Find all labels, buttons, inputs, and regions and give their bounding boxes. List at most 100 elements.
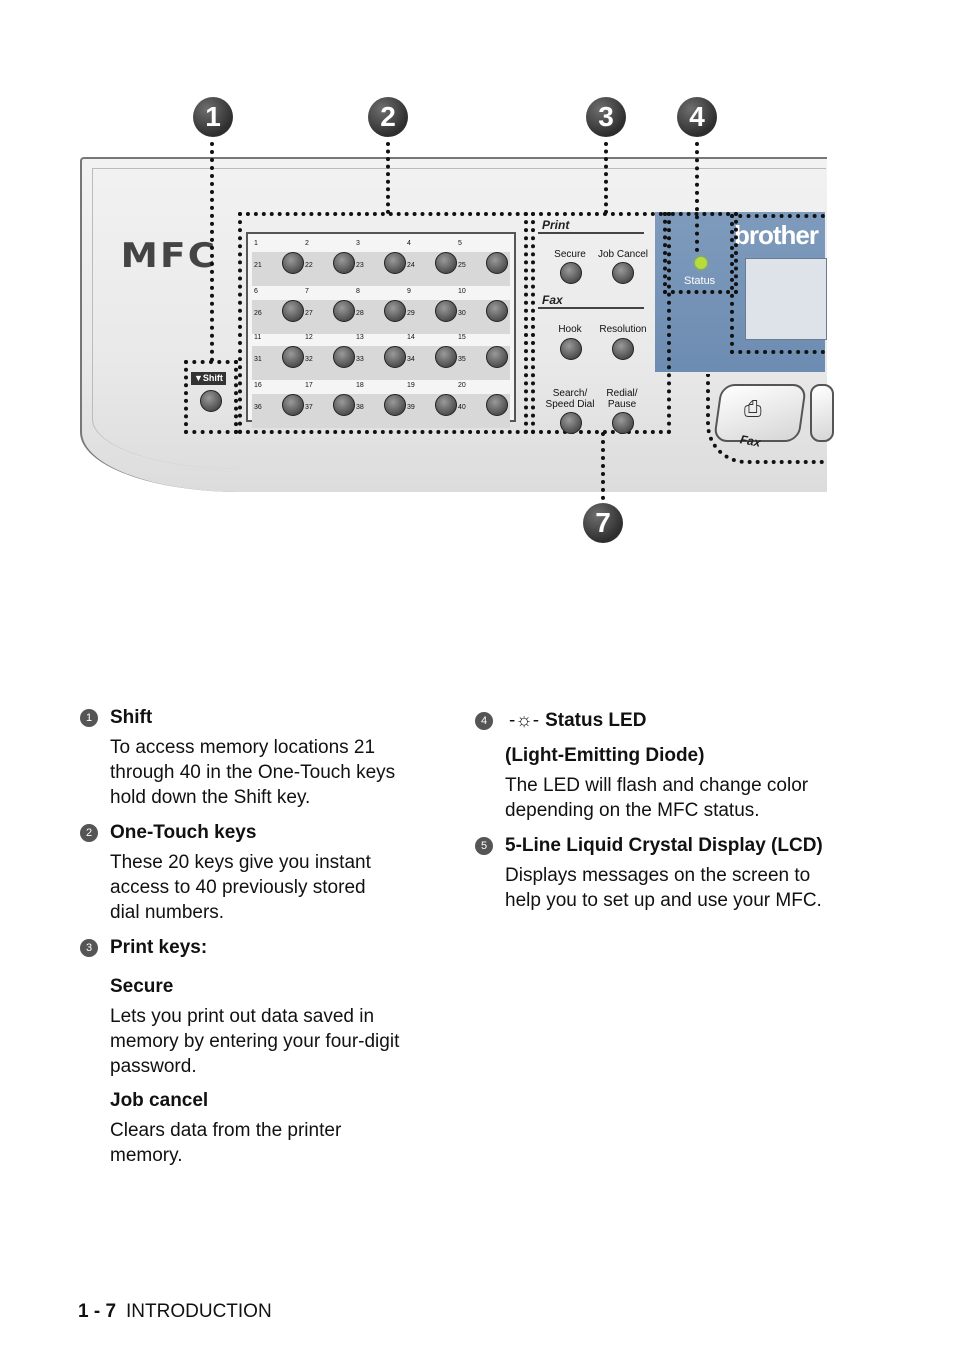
leader-1 [210, 142, 214, 362]
brother-logo: brother [734, 220, 819, 250]
onetouch-key[interactable] [333, 252, 355, 274]
onetouch-number: 2 [305, 240, 309, 247]
onetouch-number: 19 [407, 382, 415, 389]
shift-outline [184, 360, 238, 434]
shift-button[interactable] [200, 390, 222, 412]
bullet-5: 5 [475, 837, 493, 855]
onetouch-key[interactable] [435, 300, 457, 322]
onetouch-number: 13 [356, 334, 364, 341]
onetouch-number-shifted: 40 [458, 404, 466, 411]
onetouch-key[interactable] [435, 346, 457, 368]
onetouch-key[interactable] [384, 300, 406, 322]
onetouch-number: 8 [356, 288, 360, 295]
onetouch-number-shifted: 23 [356, 262, 364, 269]
item-status-led: 4 -☼-Status LED (Light-Emitting Diode) T… [475, 708, 835, 823]
onetouch-number-shifted: 37 [305, 404, 313, 411]
hook-label: Hook [558, 324, 582, 335]
onetouch-number: 17 [305, 382, 313, 389]
onetouch-key[interactable] [333, 394, 355, 416]
bullet-4: 4 [475, 712, 493, 730]
onetouch-number: 9 [407, 288, 411, 295]
onetouch-key[interactable] [435, 394, 457, 416]
onetouch-number-shifted: 22 [305, 262, 313, 269]
secure-text: Lets you print out data saved in memory … [110, 1006, 400, 1077]
callout-1: 1 [193, 97, 233, 137]
item-lcd: 5 5-Line Liquid Crystal Display (LCD) Di… [475, 833, 835, 913]
onetouch-outline [238, 212, 528, 434]
onetouch-number: 11 [254, 334, 262, 341]
onetouch-key[interactable] [282, 346, 304, 368]
onetouch-number-shifted: 31 [254, 356, 262, 363]
status-led-subtitle: (Light-Emitting Diode) [505, 745, 705, 766]
onetouch-key[interactable] [333, 346, 355, 368]
onetouch-number-shifted: 32 [305, 356, 313, 363]
onetouch-key[interactable] [384, 394, 406, 416]
panel-inner-edge [92, 168, 826, 469]
redial-pause-button[interactable] [612, 412, 634, 434]
lcd-outline [730, 214, 825, 354]
secure-title: Secure [110, 976, 174, 997]
onetouch-key[interactable] [384, 346, 406, 368]
status-led-title-text: Status LED [545, 710, 647, 731]
onetouch-key[interactable] [384, 252, 406, 274]
onetouch-number-shifted: 38 [356, 404, 364, 411]
item-shift: 1 Shift To access memory locations 21 th… [80, 705, 400, 810]
onetouch-number-shifted: 34 [407, 356, 415, 363]
search-speed-dial-button[interactable] [560, 412, 582, 434]
lcd-text: Displays messages on the screen to help … [505, 865, 822, 911]
search-speed-dial-label: Search/ Speed Dial [545, 388, 595, 410]
onetouch-key[interactable] [333, 300, 355, 322]
shift-text: To access memory locations 21 through 40… [110, 737, 396, 808]
fax-divider [538, 307, 644, 309]
onetouch-text: These 20 keys give you instant access to… [110, 852, 371, 923]
bullet-1: 1 [80, 709, 98, 727]
sun-icon: -☼- [509, 710, 540, 731]
onetouch-number-shifted: 21 [254, 262, 262, 269]
hook-button[interactable] [560, 338, 582, 360]
status-label: Status [684, 275, 716, 287]
onetouch-key[interactable] [486, 300, 508, 322]
onetouch-number: 20 [458, 382, 466, 389]
onetouch-number: 6 [254, 288, 258, 295]
item-onetouch: 2 One-Touch keys These 20 keys give you … [80, 820, 400, 925]
bullet-2: 2 [80, 824, 98, 842]
onetouch-number: 7 [305, 288, 309, 295]
onetouch-key[interactable] [282, 252, 304, 274]
onetouch-number: 14 [407, 334, 415, 341]
shift-title: Shift [110, 707, 153, 728]
print-title: Print keys: [110, 937, 208, 958]
onetouch-number: 3 [356, 240, 360, 247]
onetouch-key[interactable] [486, 252, 508, 274]
resolution-button[interactable] [612, 338, 634, 360]
job-cancel-label: Job Cancel [597, 249, 649, 260]
section-name: INTRODUCTION [126, 1301, 272, 1322]
job-cancel-button[interactable] [612, 262, 634, 284]
onetouch-number-shifted: 29 [407, 310, 415, 317]
job-cancel-title: Job cancel [110, 1090, 209, 1111]
print-fax-outline [531, 212, 671, 434]
secure-button[interactable] [560, 262, 582, 284]
onetouch-key[interactable] [486, 394, 508, 416]
onetouch-number: 1 [254, 240, 258, 247]
onetouch-key[interactable] [486, 346, 508, 368]
right-column: 4 -☼-Status LED (Light-Emitting Diode) T… [475, 705, 835, 923]
status-led-icon [695, 257, 707, 269]
onetouch-number-shifted: 39 [407, 404, 415, 411]
fax-section-label: Fax [542, 293, 563, 307]
print-divider [538, 232, 644, 234]
redial-pause-label: Redial/ Pause [606, 388, 638, 410]
onetouch-key[interactable] [282, 394, 304, 416]
onetouch-key[interactable] [282, 300, 304, 322]
onetouch-number-shifted: 35 [458, 356, 466, 363]
onetouch-key[interactable] [435, 252, 457, 274]
leader-7 [601, 432, 605, 500]
shift-badge: ▼Shift [191, 372, 226, 385]
bullet-3: 3 [80, 939, 98, 957]
next-mode-button[interactable] [810, 384, 834, 442]
onetouch-number: 15 [458, 334, 466, 341]
onetouch-number-shifted: 36 [254, 404, 262, 411]
status-led-title: -☼-Status LED [505, 708, 835, 733]
onetouch-number-shifted: 33 [356, 356, 364, 363]
